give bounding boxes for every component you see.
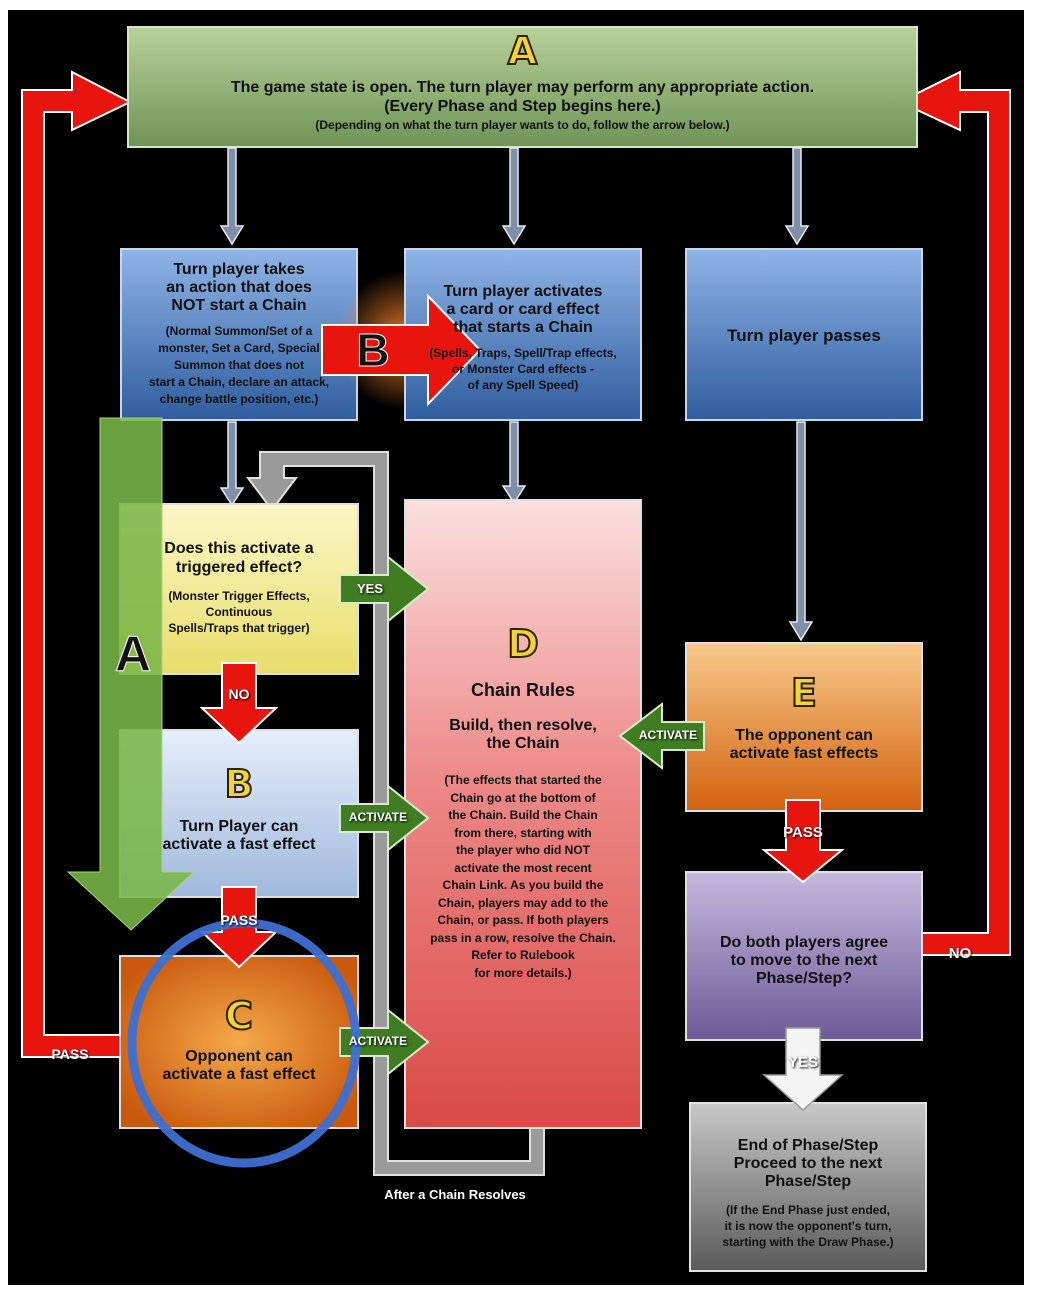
yes-arrow: [339, 554, 430, 624]
activate-label-c: ACTIVATE: [348, 1034, 408, 1048]
box-a-letter: A: [507, 28, 538, 74]
triggered-title-2: triggered effect?: [175, 559, 303, 576]
no-chain-title-2: an action that does: [166, 279, 312, 296]
big-b-overlay-letter: B: [356, 324, 390, 377]
box-no-chain: Turn player takes an action that does NO…: [121, 249, 357, 420]
activates-title-2: a card or card effect: [446, 301, 600, 318]
passes-title: Turn player passes: [727, 326, 881, 345]
no-label-loop: NO: [948, 945, 972, 962]
box-e-line2: activate fast effects: [729, 745, 879, 762]
chain-rules-body-line: Chain, players may add to the: [437, 895, 609, 910]
pass-arrow-e: [761, 799, 845, 884]
pass-loop-arrow: [21, 70, 133, 1058]
activates-title-1: Turn player activates: [443, 283, 603, 300]
no-chain-desc-5: change battle position, etc.): [159, 392, 319, 406]
box-c-letter: C: [224, 993, 254, 1039]
end-line1: End of Phase/Step: [737, 1137, 879, 1154]
chain-rules-sub-1: Build, then resolve,: [449, 717, 597, 734]
pass-label-b: PASS: [220, 912, 258, 928]
box-b-line2: activate a fast effect: [162, 836, 316, 853]
chain-rules-body-line: the Chain. Build the Chain: [448, 808, 598, 822]
activate-arrow-b: [339, 783, 430, 853]
chain-rules-body-line: (The effects that started the: [444, 773, 602, 787]
box-agree: Do both players agree to move to the nex…: [686, 872, 922, 1040]
triggered-title-1: Does this activate a: [164, 540, 314, 557]
big-a-arrow: [66, 417, 196, 931]
box-c-line1: Opponent can: [185, 1048, 293, 1065]
box-e-line1: The opponent can: [735, 727, 873, 744]
agree-line1: Do both players agree: [719, 934, 889, 951]
triggered-desc-1: (Monster Trigger Effects,: [168, 589, 310, 603]
after-chain-label: After a Chain Resolves: [384, 1187, 526, 1202]
box-c-line2: activate a fast effect: [162, 1066, 316, 1083]
chain-rules-body-line: activate the most recent: [454, 860, 592, 875]
box-triggered-effect: Does this activate a triggered effect? (…: [120, 504, 358, 674]
box-activates-chain: Turn player activates a card or card eff…: [405, 249, 641, 420]
chain-rules-sub-2: the Chain: [486, 735, 560, 752]
box-e-letter: E: [790, 670, 818, 716]
yes-label: YES: [356, 581, 383, 596]
no-chain-desc-1: (Normal Summon/Set of a: [165, 324, 313, 338]
chain-rules-body-line: Refer to Rulebook: [471, 948, 575, 962]
agree-line2: to move to the next: [730, 952, 878, 969]
no-chain-desc-2: monster, Set a Card, Special: [158, 341, 320, 355]
chain-rules-body-line: for more details.): [474, 965, 572, 980]
no-chain-title-3: NOT start a Chain: [171, 297, 307, 314]
end-desc-2: it is now the opponent's turn,: [724, 1219, 892, 1233]
box-c: C Opponent can activate a fast effect: [120, 956, 358, 1128]
box-b: B Turn Player can activate a fast effect: [120, 730, 358, 897]
activates-desc-3: of any Spell Speed): [467, 378, 579, 392]
chain-rules-body-line: Chain, or pass. If both players: [437, 913, 609, 927]
activate-label-e: ACTIVATE: [638, 728, 698, 742]
end-line3: Phase/Step: [764, 1173, 852, 1190]
box-a-line1: The game state is open. The turn player …: [230, 79, 815, 96]
yes-down-arrow: [762, 1027, 844, 1112]
activates-desc-2: or Monster Card effects -: [451, 362, 595, 376]
box-a-line3: (Depending on what the turn player wants…: [315, 118, 730, 132]
no-chain-title-1: Turn player takes: [173, 261, 305, 278]
pass-label-loop: PASS: [51, 1046, 89, 1062]
chain-rules-body-line: pass in a row, resolve the Chain.: [430, 930, 616, 945]
box-b-line1: Turn Player can: [179, 818, 299, 835]
activate-arrow-c: [339, 1007, 430, 1077]
end-line2: Proceed to the next: [733, 1155, 883, 1172]
chain-rules-body-line: Chain go at the bottom of: [450, 790, 596, 805]
pass-label-e: PASS: [783, 824, 823, 841]
activate-label-b: ACTIVATE: [348, 810, 408, 824]
no-loop-arrow: [897, 70, 1011, 956]
box-turn-player-passes: Turn player passes: [686, 249, 922, 420]
box-d-letter: D: [506, 621, 540, 667]
chain-rules-title: Chain Rules: [470, 680, 576, 700]
no-chain-desc-3: Summon that does not: [174, 358, 304, 372]
highlight-circle: [127, 918, 361, 1168]
triggered-desc-3: Spells/Traps that trigger): [168, 621, 310, 635]
triggered-desc-2: Continuous: [205, 605, 273, 619]
agree-line3: Phase/Step?: [755, 970, 853, 987]
activate-arrow-e: [618, 701, 705, 771]
chain-rules-body-line: the player who did NOT: [455, 843, 590, 857]
yes-label-bottom: YES: [787, 1054, 818, 1071]
end-desc-1: (If the End Phase just ended,: [725, 1203, 891, 1217]
box-e: E The opponent can activate fast effects: [686, 643, 922, 811]
big-b-arrow: [321, 293, 482, 407]
box-end-phase: End of Phase/Step Proceed to the next Ph…: [690, 1103, 926, 1271]
chain-rules-body-line: from there, starting with: [454, 825, 592, 840]
end-desc-3: starting with the Draw Phase.): [722, 1235, 894, 1249]
box-a: A The game state is open. The turn playe…: [128, 27, 917, 147]
no-arrow: [199, 662, 279, 745]
box-d-chain-rules: D Chain Rules Build, then resolve, the C…: [405, 500, 641, 1128]
big-a-overlay-letter: A: [114, 626, 152, 683]
activates-desc-1: (Spells, Traps, Spell/Trap effects,: [429, 346, 617, 360]
activates-title-3: that starts a Chain: [453, 319, 593, 336]
no-label: NO: [228, 686, 250, 702]
box-a-line2: (Every Phase and Step begins here.): [384, 98, 661, 115]
chain-rules-body-line: Chain Link. As you build the: [442, 878, 604, 892]
no-chain-desc-4: start a Chain, declare an attack,: [148, 375, 330, 389]
box-b-letter: B: [224, 761, 255, 807]
